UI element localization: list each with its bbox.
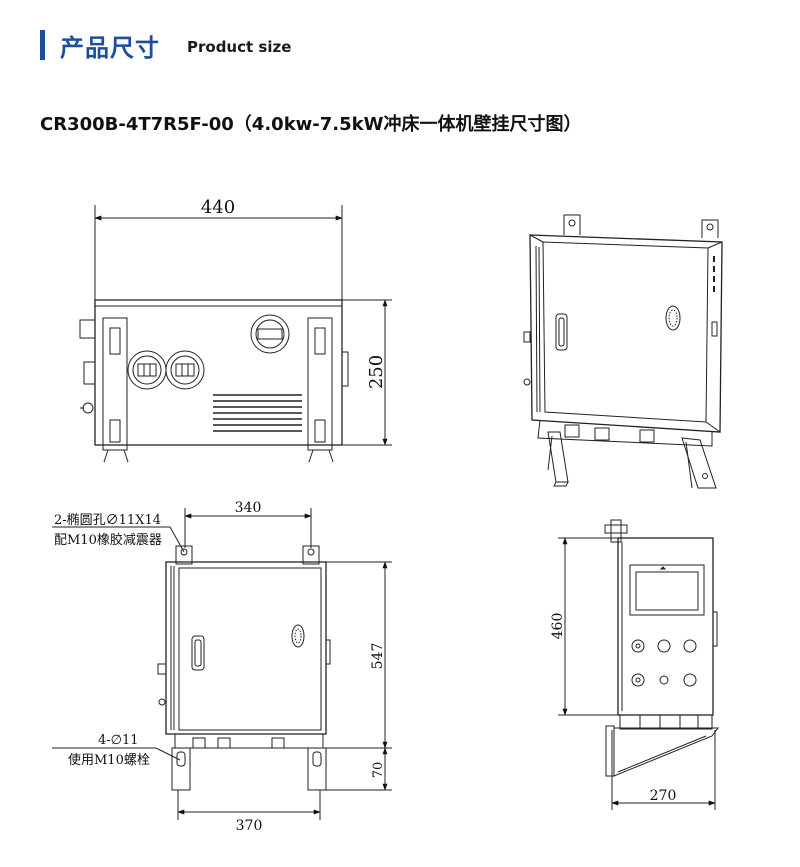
slot-note-leader (52, 526, 185, 553)
top-height-dim: 250 (366, 355, 387, 389)
side-support-arm (613, 727, 719, 777)
header-title-en: Product size (187, 38, 292, 56)
front-bracket-dim: 70 (371, 762, 386, 779)
side-height-dim: 460 (550, 613, 566, 640)
cable-gland-2 (165, 350, 205, 390)
front-view (52, 508, 392, 820)
top-right-bracket (307, 317, 333, 451)
front-right-bracket (307, 747, 327, 791)
hole-note-leader (52, 747, 181, 761)
side-depth-dim: 270 (650, 788, 677, 804)
side-button-4 (631, 673, 645, 687)
side-button-5 (659, 675, 669, 685)
header-accent-bar (40, 30, 45, 60)
front-bottom-width-dim: 370 (236, 818, 263, 834)
iso-top-tab-right (701, 219, 719, 238)
hole-note-line2: 使用M10螺栓 (68, 752, 150, 768)
iso-top-tab-left (563, 214, 581, 235)
front-left-bracket (171, 747, 191, 791)
fan-port (250, 314, 290, 354)
side-button-1 (631, 639, 645, 653)
front-cabinet-body (165, 561, 327, 735)
front-top-tab-right (302, 545, 320, 565)
top-width-dim: 440 (201, 197, 235, 218)
top-view-body (94, 299, 343, 446)
side-button-6 (683, 673, 697, 687)
header-title-cn: 产品尺寸 (60, 34, 160, 62)
iso-view (523, 214, 723, 489)
side-wall-plate (605, 725, 615, 777)
top-left-bracket (102, 317, 128, 451)
iso-door-handle (555, 313, 568, 351)
drawing-title: CR300B-4T7R5F-00（4.0kw-7.5kW冲床一体机壁挂尺寸图） (40, 114, 582, 135)
slot-note-line2: 配M10橡胶减震器 (54, 532, 162, 548)
front-speaker-grille (291, 624, 305, 648)
side-top-hook (604, 524, 628, 534)
side-screen-bezel (629, 564, 705, 616)
slot-note-line1: 2-椭圆孔∅11X14 (54, 512, 161, 528)
iso-right-bracket (681, 437, 717, 489)
side-button-2 (657, 639, 671, 653)
side-screen (635, 571, 699, 611)
front-height-dim: 547 (370, 643, 386, 670)
cable-gland-1 (127, 350, 167, 390)
top-view (79, 205, 392, 463)
hole-note-line1: 4-∅11 (98, 733, 139, 748)
side-button-3 (683, 639, 697, 653)
vent-grid (213, 394, 302, 432)
front-door-handle (191, 635, 205, 671)
front-top-tab-left (175, 545, 193, 565)
iso-speaker-grille (665, 305, 681, 331)
front-hole-spacing-dim: 340 (235, 500, 262, 516)
side-view (558, 519, 719, 810)
